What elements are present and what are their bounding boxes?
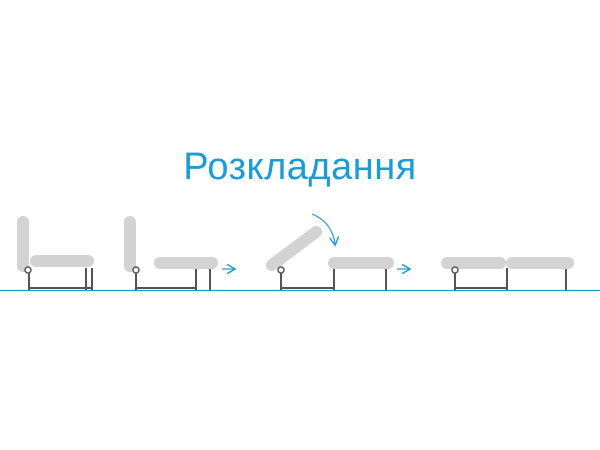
stage-backrest-lowering [266,213,394,290]
hinge-icon [277,266,285,274]
hinge-icon [451,266,459,274]
page-title: Розкладання [183,146,417,188]
hinge-icon [24,266,32,274]
backrest-cushion [266,226,322,271]
stage-bed-unfolded [441,257,574,290]
stage-seat-pulled-out [124,216,218,290]
stage-folded-sofa [17,216,94,290]
curved-arrow-icon [311,213,335,244]
hinge-icon [132,266,140,274]
